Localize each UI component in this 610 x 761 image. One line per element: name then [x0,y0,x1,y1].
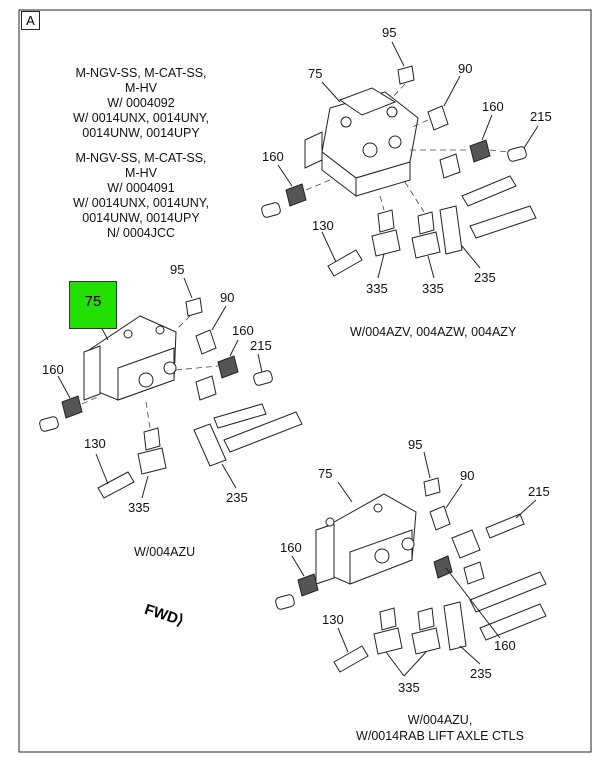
callout-335: 335 [366,281,388,296]
note-line: 0014UNW, 0014UPY [82,126,200,140]
callout-160: 160 [42,362,64,377]
callout-130: 130 [322,612,344,627]
view-caption: W/004AZU, W/0014RAB LIFT AXLE CTLS [356,713,524,743]
callout-235: 235 [470,666,492,681]
note-line: 0014UNW, 0014UPY [82,211,200,225]
callout-160: 160 [482,99,504,114]
note-line: M-NGV-SS, M-CAT-SS, [75,151,207,165]
note-line: W/ 0014UNX, 0014UNY, [73,111,209,125]
note-block-1: M-NGV-SS, M-CAT-SS, M-HV W/ 0004092 W/ 0… [56,66,226,141]
callout-235: 235 [474,270,496,285]
note-line: M-NGV-SS, M-CAT-SS, [75,66,207,80]
middle-left-assembly [39,277,303,499]
note-line: N/ 0004JCC [106,226,176,240]
callout-75: 75 [308,66,323,81]
note-line: W/ 0004091 [107,181,175,195]
view-caption: W/004AZU [134,545,196,559]
callout-75: 75 [318,466,333,481]
callout-95: 95 [408,437,423,452]
callout-95: 95 [382,25,397,40]
highlighted-callout[interactable]: 75 [69,281,117,329]
view-caption: W/004AZV, 004AZW, 004AZY [350,325,517,339]
note-line: M-HV [125,166,157,180]
callout-160: 160 [280,540,302,555]
callout-90: 90 [220,290,235,305]
callout-235: 235 [226,490,248,505]
callout-215: 215 [250,338,272,353]
note-line: W/ 0004092 [107,96,175,110]
note-line: W/ 0014UNX, 0014UNY, [73,196,209,210]
callout-130: 130 [84,436,106,451]
callout-160: 160 [494,638,516,653]
callout-215: 215 [530,109,552,124]
callout-335: 335 [422,281,444,296]
corner-label: A [21,11,40,30]
callout-215: 215 [528,484,550,499]
page-border [18,9,592,753]
callout-335: 335 [398,680,420,695]
bottom-right-assembly [275,451,547,677]
note-line: M-HV [125,81,157,95]
callout-335: 335 [128,500,150,515]
top-right-assembly [261,41,539,279]
callout-90: 90 [460,468,475,483]
callout-130: 130 [312,218,334,233]
note-block-2: M-NGV-SS, M-CAT-SS, M-HV W/ 0004091 W/ 0… [56,151,226,241]
callout-95: 95 [170,262,185,277]
callout-160: 160 [232,323,254,338]
callout-160: 160 [262,149,284,164]
callout-90: 90 [458,61,473,76]
